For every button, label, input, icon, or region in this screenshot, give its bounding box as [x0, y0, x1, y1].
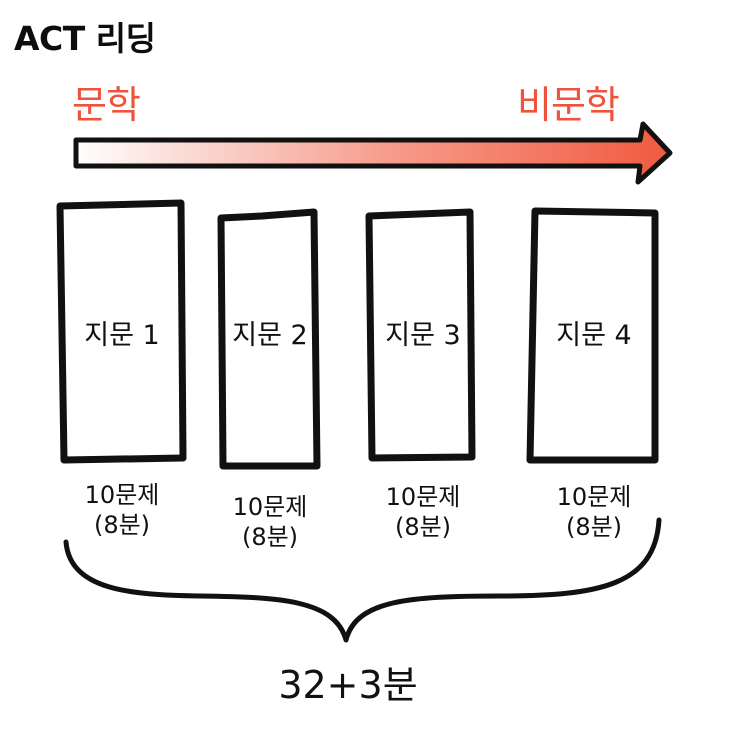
passage-info-2: 10문제 (8분) — [233, 492, 308, 552]
passage-box-3 — [365, 208, 476, 462]
question-count: 10문제 — [232, 493, 308, 521]
flow-arrow — [73, 121, 673, 185]
passage-box-2 — [217, 208, 321, 470]
time-limit: (8분) — [394, 513, 452, 541]
time-limit: (8분) — [241, 523, 299, 551]
passage-info-3: 10문제 (8분) — [386, 482, 461, 542]
flow-start-label: 문학 — [72, 83, 141, 127]
passage-label-3: 지문 3 — [385, 320, 461, 351]
passage-info-1: 10문제 (8분) — [85, 480, 160, 540]
passage-label-4: 지문 4 — [556, 320, 632, 351]
passage-label-1: 지문 1 — [84, 320, 160, 351]
passage-box-4 — [526, 207, 659, 464]
total-time: 32+3분 — [278, 663, 418, 707]
question-count: 10문제 — [556, 483, 632, 511]
question-count: 10문제 — [385, 483, 461, 511]
passage-label-2: 지문 2 — [232, 320, 308, 351]
passage-box-1 — [56, 199, 187, 464]
passage-info-4: 10문제 (8분) — [557, 482, 632, 542]
time-limit: (8분) — [93, 511, 151, 539]
total-brace — [63, 517, 662, 643]
time-limit: (8분) — [565, 513, 623, 541]
flow-end-label: 비문학 — [517, 83, 620, 127]
page-title: ACT 리딩 — [14, 19, 156, 58]
question-count: 10문제 — [84, 481, 160, 509]
